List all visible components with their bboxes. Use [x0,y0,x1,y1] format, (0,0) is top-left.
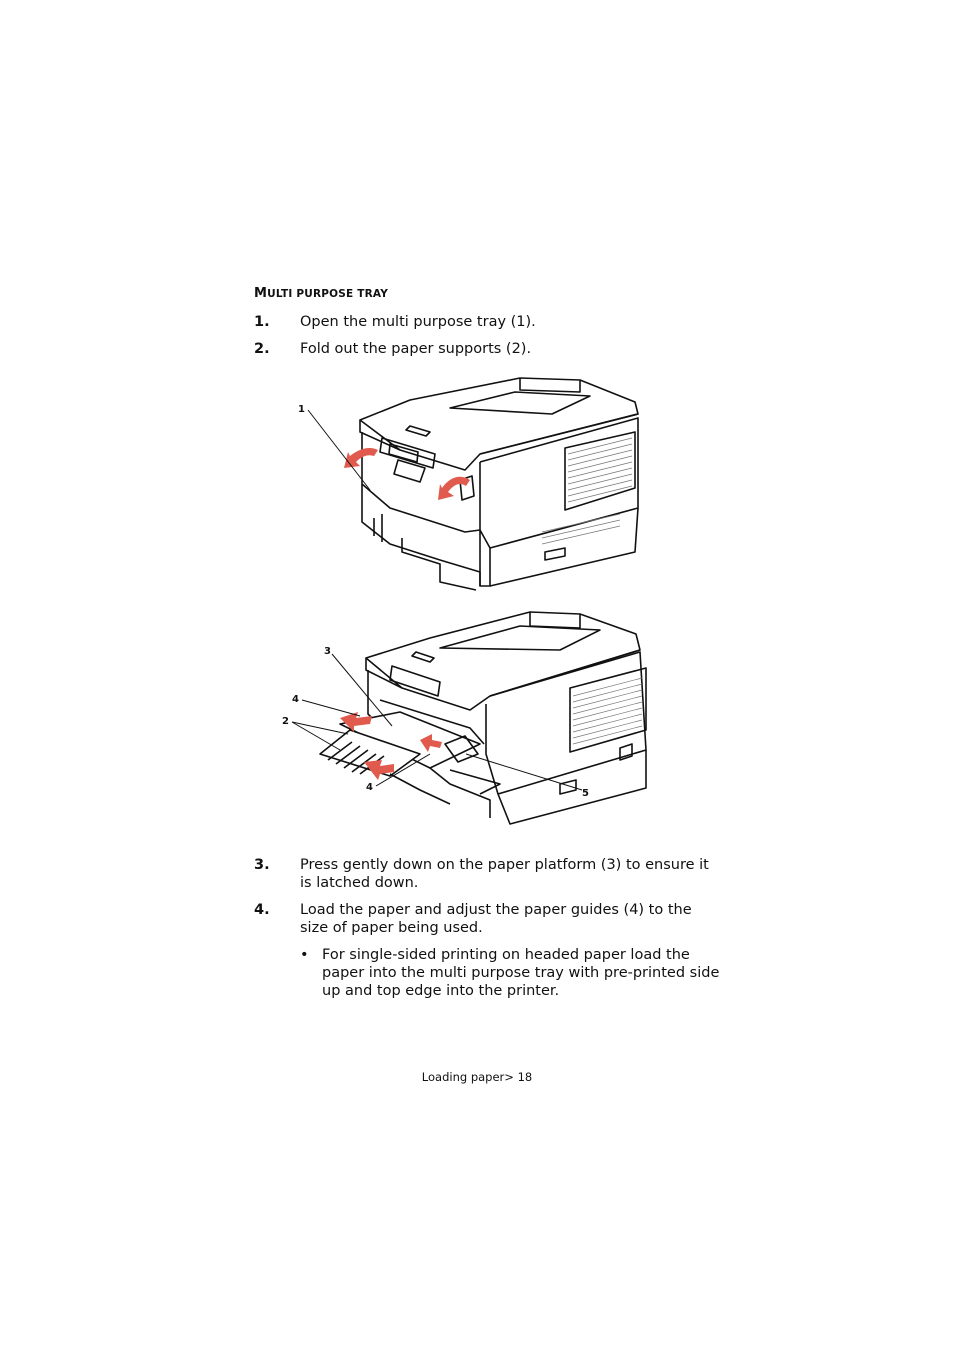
printer-illustration-supports-out: 3 4 2 4 5 [282,611,647,825]
step-number: 2. [254,341,270,357]
bullet-mark: • [300,947,309,963]
callout-2: 2 [282,716,289,727]
bullet-text: For single-sided printing on headed pape… [322,947,720,999]
callout-3: 3 [324,646,331,657]
step-text: Fold out the paper supports (2). [300,341,532,357]
callout-4-lower: 4 [366,782,373,793]
step-text: Load the paper and adjust the paper guid… [300,902,692,936]
callout-1: 1 [298,404,305,415]
step-number: 4. [254,902,270,918]
step-number: 3. [254,857,270,873]
printer-illustration-tray-open: 1 [298,377,639,591]
step-text: Press gently down on the paper platform … [300,857,709,891]
callout-5: 5 [582,788,589,799]
step-text: Open the multi purpose tray (1). [300,314,536,330]
section-heading: Multi purpose tray [254,286,388,301]
callout-4-upper: 4 [292,694,299,705]
step-number: 1. [254,314,270,330]
page-footer: Loading paper> 18 [421,1070,533,1084]
section-heading-initial: M [254,286,268,301]
section-heading-rest: ulti purpose tray [267,288,389,300]
